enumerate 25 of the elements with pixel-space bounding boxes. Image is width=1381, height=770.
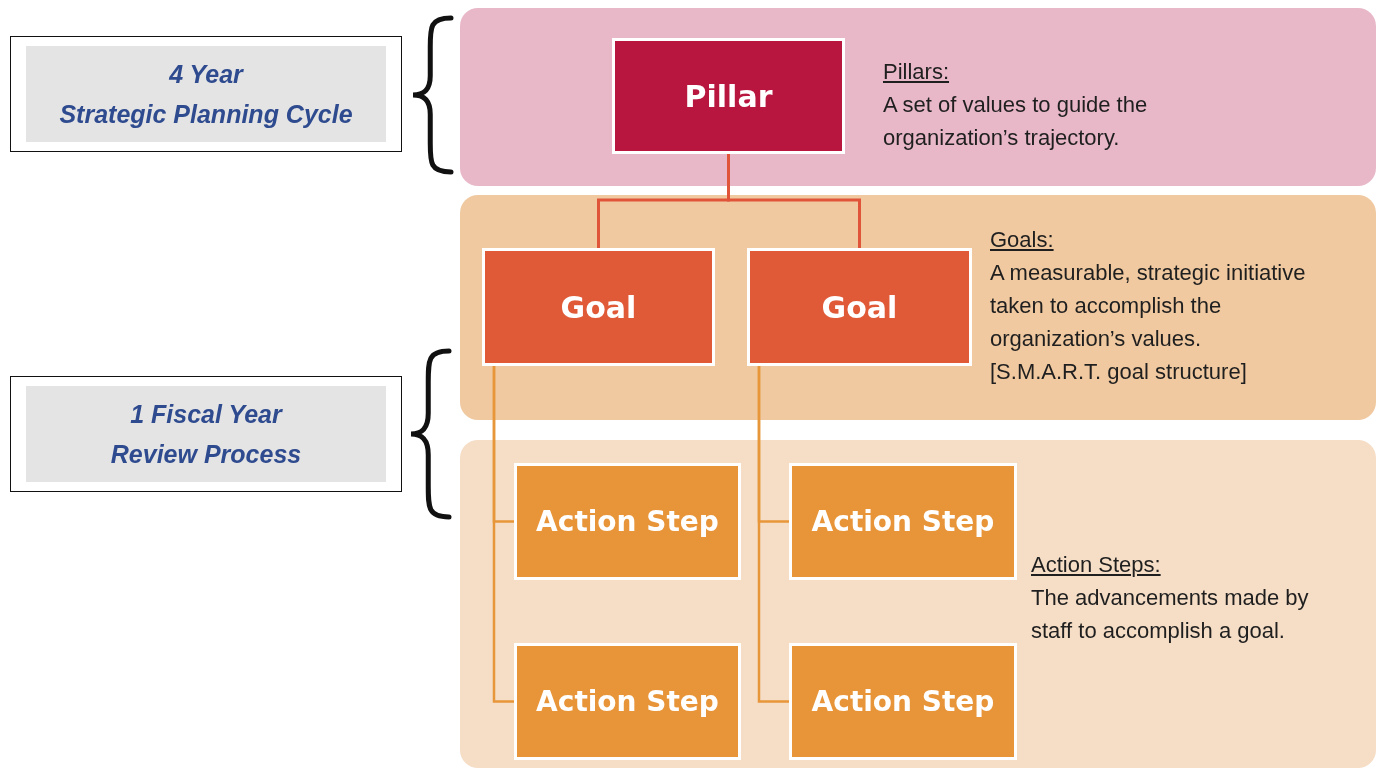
step-box: Action Step (789, 463, 1017, 580)
phase-label: 4 Year (169, 59, 243, 90)
tier-band (460, 440, 1376, 768)
label-frame (10, 376, 402, 492)
step-box: Action Step (789, 643, 1017, 760)
definition-heading: Pillars: (883, 58, 950, 86)
step-box: Action Step (514, 463, 741, 580)
definition-text: A measurable, strategic initiative taken to accomplish the organization’s values. (990, 259, 1307, 353)
definition-text: A set of values to guide the organization’s trajectory. (883, 91, 1149, 152)
phase-label: 1 Fiscal Year (130, 399, 282, 430)
definition-text: The advancements made by staff to accomplish a goal. (1031, 584, 1310, 645)
pillar-box: Pillar (612, 38, 845, 154)
definition-heading: Goals: (990, 226, 1055, 254)
goal-box: Goal (747, 248, 972, 366)
definition-text: [S.M.A.R.T. goal structure] (990, 358, 1248, 386)
goal-box: Goal (482, 248, 715, 366)
definition-heading: Action Steps: (1031, 551, 1162, 579)
phase-label: Review Process (110, 439, 302, 470)
connector-line (757, 366, 789, 703)
step-box: Action Step (514, 643, 741, 760)
phase-label: Strategic Planning Cycle (59, 99, 353, 130)
label-frame (10, 36, 402, 152)
tier-band (460, 8, 1376, 186)
connector-line (492, 366, 514, 703)
tier-band (460, 195, 1376, 420)
